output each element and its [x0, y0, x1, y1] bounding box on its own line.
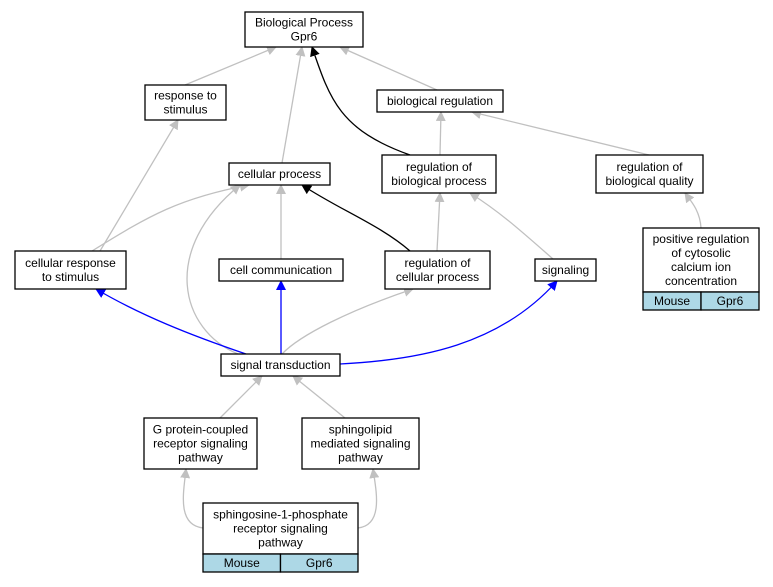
- node-box: [376, 89, 504, 113]
- node-label-line: mediated signaling: [310, 437, 410, 451]
- node-label-line: regulation of: [404, 256, 471, 270]
- is-a-edge-1: [339, 46, 438, 91]
- node-label-line: response to: [154, 89, 217, 103]
- annotation-species: Mouse: [224, 556, 260, 570]
- node-box: [14, 250, 127, 290]
- node-box: [202, 502, 359, 555]
- node-label-line: cellular process: [238, 167, 321, 181]
- node-box: [244, 11, 364, 48]
- node-box: [144, 84, 227, 121]
- is-a-edge-14: [281, 287, 414, 355]
- annotation-gene: Gpr6: [717, 294, 744, 308]
- node-box: [301, 417, 420, 470]
- is-a-edge-13: [186, 184, 241, 355]
- node-label-line: concentration: [665, 274, 737, 288]
- node-label-line: pathway: [258, 536, 303, 550]
- is-a-edge-4: [435, 111, 446, 156]
- is-a-edge-0: [184, 45, 277, 86]
- node-label-line: to stimulus: [42, 270, 99, 284]
- node-biological-regulation: biological regulation: [376, 89, 504, 113]
- node-label-line: cellular process: [396, 270, 479, 284]
- annotation-gene-cell: [700, 291, 760, 311]
- node-box: [595, 154, 704, 194]
- is-a-edge-10: [434, 192, 445, 252]
- node-box: [220, 353, 341, 377]
- node-box: [534, 258, 597, 282]
- annotation-gene-cell: [279, 553, 359, 573]
- node-label-line: stimulus: [163, 103, 207, 117]
- is-a-edge-3: [281, 46, 306, 164]
- node-label-line: Biological Process: [255, 16, 353, 30]
- node-box: [384, 250, 491, 290]
- node-cell-communication: cell communication: [218, 258, 344, 282]
- part-of-edge-16: [95, 288, 247, 355]
- is-a-edge-8: [91, 181, 250, 252]
- node-label-line: regulation of: [406, 160, 473, 174]
- node-label-line: G protein-coupled: [153, 423, 248, 437]
- node-label-line: signal transduction: [230, 358, 330, 372]
- node-signal-transduction: signal transduction: [220, 353, 341, 377]
- is-a-edge-19: [292, 375, 346, 419]
- is-a-edge-7: [99, 119, 179, 252]
- annotation-gene: Gpr6: [306, 556, 333, 570]
- node-box: [218, 258, 344, 282]
- is-a-edge-5: [471, 109, 650, 156]
- is-a-edge-21: [357, 468, 380, 529]
- node-label-line: biological quality: [605, 174, 693, 188]
- node-label-line: sphingosine-1-phosphate: [213, 508, 348, 522]
- is-a-edge-20: [180, 468, 204, 529]
- part-of-edge-17: [339, 280, 558, 365]
- node-box: [642, 227, 760, 293]
- regulates-edge-11: [301, 184, 411, 252]
- regulates-edge-2: [310, 46, 411, 156]
- node-label-line: regulation of: [616, 160, 683, 174]
- node-label-line: signaling: [542, 263, 589, 277]
- node-box: [143, 417, 258, 470]
- node-label-line: pathway: [178, 451, 223, 465]
- node-label-line: receptor signaling: [233, 522, 328, 536]
- node-label-line: biological process: [391, 174, 486, 188]
- is-a-edge-6: [684, 192, 702, 229]
- node-label-line: pathway: [338, 451, 383, 465]
- node-label-line: cell communication: [230, 263, 332, 277]
- node-label-line: calcium ion: [671, 260, 731, 274]
- node-label-line: biological regulation: [387, 94, 493, 108]
- annotation-species: Mouse: [654, 294, 690, 308]
- node-label-line: receptor signaling: [153, 437, 248, 451]
- node-box: [228, 162, 331, 186]
- is-a-edge-18: [219, 375, 263, 419]
- edges: [91, 45, 702, 529]
- node-label-line: Gpr6: [291, 30, 318, 44]
- node-box: [381, 154, 497, 194]
- node-signaling: signaling: [534, 258, 597, 282]
- node-cellular-process: cellular process: [228, 162, 331, 186]
- node-label-line: of cytosolic: [671, 246, 730, 260]
- node-label-line: positive regulation: [653, 232, 750, 246]
- node-label-line: sphingolipid: [329, 423, 392, 437]
- is-a-edge-12: [469, 192, 554, 260]
- node-label-line: cellular response: [25, 256, 116, 270]
